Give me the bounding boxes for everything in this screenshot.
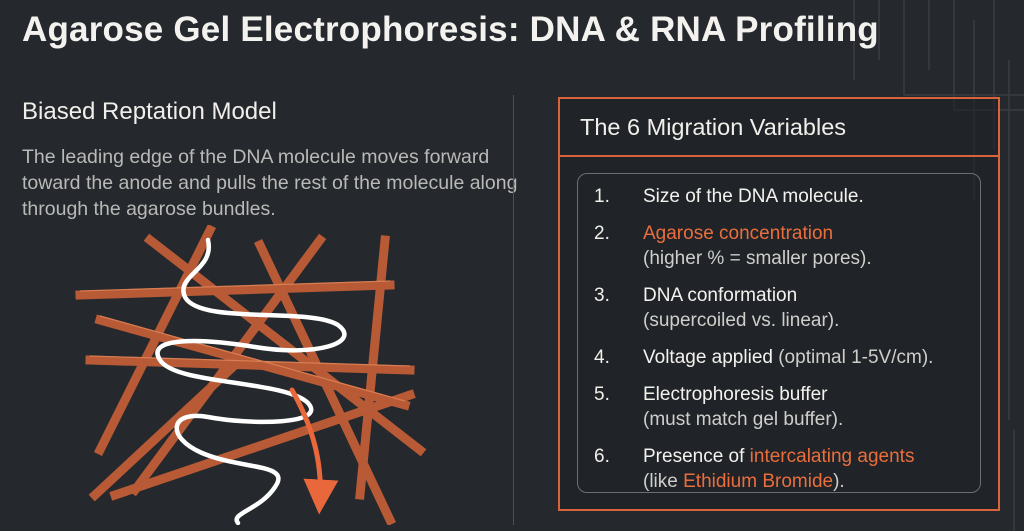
section-heading: Biased Reptation Model [22, 98, 277, 125]
variable-item-size: 1. Size of the DNA molecule. [578, 184, 980, 209]
item-number: 4. [594, 347, 610, 368]
item-label: Voltage applied [643, 347, 773, 368]
panel-header: The 6 Migration Variables [560, 99, 998, 157]
variable-item-voltage: 4. Voltage applied (optimal 1-5V/cm). [578, 345, 980, 370]
item-highlight-example: Ethidium Bromide [683, 471, 834, 492]
dna-strand [155, 237, 347, 525]
item-label: Electrophoresis buffer [643, 384, 828, 405]
migration-arrow [289, 387, 339, 515]
item-detail: (supercoiled vs. linear). [643, 310, 840, 331]
agarose-fibers [75, 225, 427, 525]
item-number: 3. [594, 285, 610, 306]
item-label: DNA conformation [643, 285, 798, 306]
item-number: 5. [594, 384, 610, 405]
item-detail: (optimal 1-5V/cm). [772, 347, 934, 368]
item-label: Presence of [643, 446, 750, 467]
item-number: 1. [594, 186, 610, 207]
item-detail: (higher % = smaller pores). [643, 248, 872, 269]
variable-item-agarose: 2. Agarose concentration (higher % = sma… [578, 221, 980, 271]
item-label: Size of the DNA molecule. [643, 186, 864, 207]
variable-item-conformation: 3. DNA conformation (supercoiled vs. lin… [578, 283, 980, 333]
column-divider [513, 95, 514, 525]
item-detail-prefix: (like [643, 471, 684, 492]
variables-box: 1. Size of the DNA molecule. 2. Agarose … [577, 173, 981, 493]
reptation-diagram [75, 225, 427, 525]
item-detail: (must match gel buffer). [643, 409, 844, 430]
variable-item-buffer: 5. Electrophoresis buffer (must match ge… [578, 382, 980, 432]
panel-title: The 6 Migration Variables [580, 113, 847, 140]
page-title: Agarose Gel Electrophoresis: DNA & RNA P… [22, 10, 879, 49]
variables-list: 1. Size of the DNA molecule. 2. Agarose … [578, 184, 980, 506]
section-description: The leading edge of the DNA molecule mov… [22, 146, 518, 220]
variable-item-intercalating: 6. Presence of intercalating agents (lik… [578, 444, 980, 494]
migration-variables-panel: The 6 Migration Variables 1. Size of the… [558, 97, 1000, 511]
item-highlight: Agarose concentration [643, 223, 834, 244]
item-number: 2. [594, 223, 610, 244]
item-number: 6. [594, 446, 610, 467]
item-detail-suffix: ). [833, 471, 845, 492]
item-highlight: intercalating agents [749, 446, 915, 467]
